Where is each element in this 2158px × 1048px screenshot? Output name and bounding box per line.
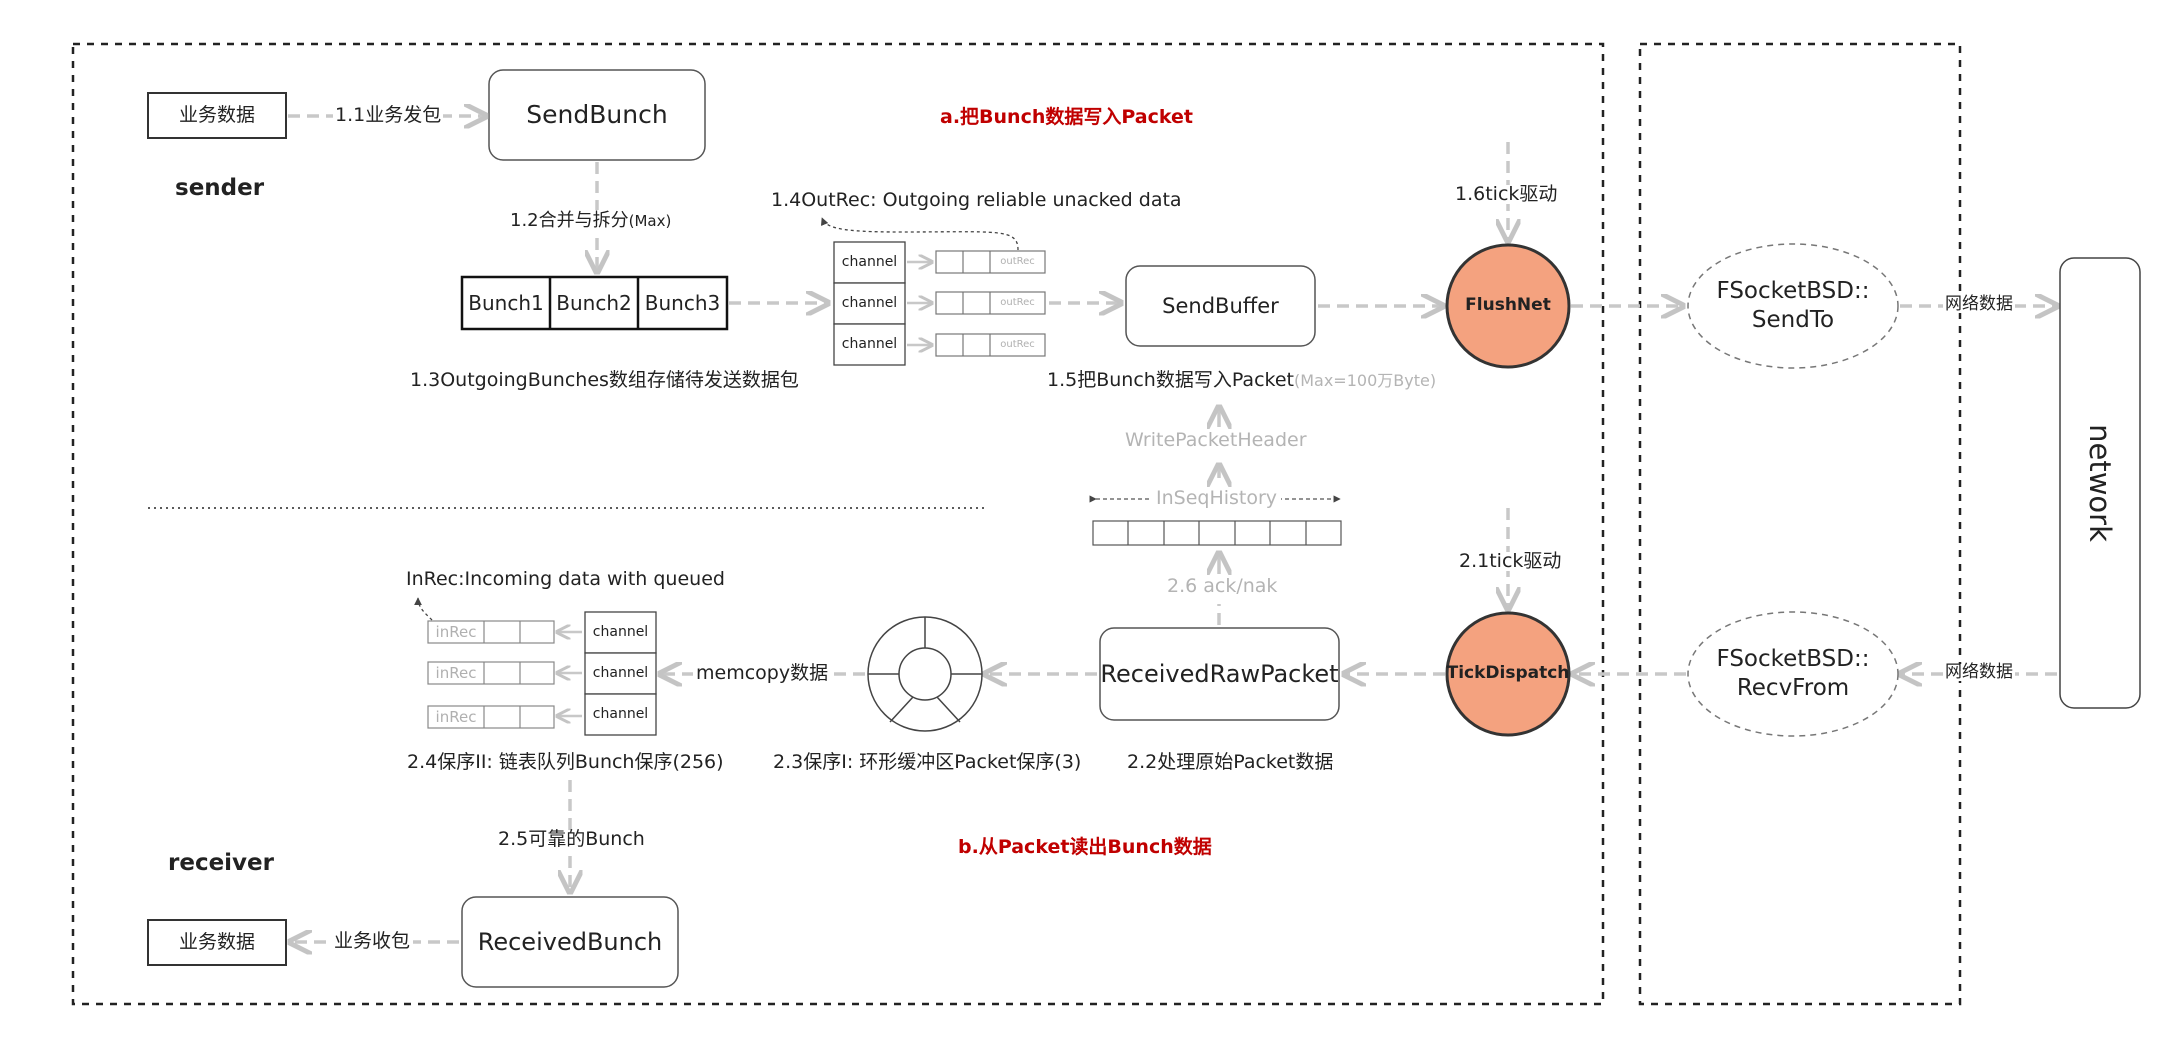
step-1-6-label: 1.6tick驱动 bbox=[1452, 185, 1561, 204]
sender-label: sender bbox=[175, 175, 265, 201]
receiver-label: receiver bbox=[168, 850, 274, 876]
step-2-1-label: 2.1tick驱动 bbox=[1456, 552, 1565, 571]
received-bunch-box bbox=[461, 896, 679, 988]
outrec-loop-arrow bbox=[820, 217, 1019, 251]
bunch2-label: Bunch2 bbox=[556, 290, 632, 315]
step-1-5-text: 1.5把Bunch数据写入Packet bbox=[1047, 369, 1294, 391]
step-1-2-label: 1.2合并与拆分(Max) bbox=[507, 210, 675, 232]
flush-net-node bbox=[1445, 243, 1571, 369]
bunch1-label: Bunch1 bbox=[468, 290, 544, 315]
step-2-6-label: 2.6 ack/nak bbox=[1164, 577, 1281, 596]
step-2-4-label: 2.4保序II: 链表队列Bunch保序(256) bbox=[407, 751, 724, 773]
out-rec-list-1 bbox=[935, 250, 1046, 274]
out-rec-3-label: outRec bbox=[1000, 338, 1035, 350]
in-rec-list-2 bbox=[427, 661, 555, 685]
in-channel-3-label: channel bbox=[592, 705, 649, 722]
send-buffer-label: SendBuffer bbox=[1162, 293, 1279, 318]
network-box bbox=[2059, 257, 2141, 709]
flush-net-label: FlushNet bbox=[1465, 295, 1551, 316]
sender-receiver-frame bbox=[71, 42, 1605, 1006]
step-1-5-label: 1.5把Bunch数据写入Packet(Max=100万Byte) bbox=[1047, 371, 1436, 390]
step-2-5-label: 2.5可靠的Bunch bbox=[495, 830, 648, 849]
in-channel-2-label: channel bbox=[592, 664, 649, 681]
in-seq-history-bar bbox=[1092, 520, 1342, 546]
out-rec-1-label: outRec bbox=[1000, 255, 1035, 267]
in-rec-2-label: inRec bbox=[435, 663, 477, 682]
out-channel-3-label: channel bbox=[841, 335, 898, 352]
received-raw-packet-label: ReceivedRawPacket bbox=[1100, 660, 1339, 688]
ring-buffer bbox=[867, 616, 983, 732]
recv-from-label: FSocketBSD:: RecvFrom bbox=[1716, 646, 1870, 701]
step-2-2-label: 2.2处理原始Packet数据 bbox=[1127, 751, 1334, 773]
send-to-label: FSocketBSD:: SendTo bbox=[1716, 278, 1870, 333]
biz-data-top-box bbox=[147, 92, 287, 139]
in-rec-list-3 bbox=[427, 705, 555, 729]
biz-data-bottom-box bbox=[147, 919, 287, 966]
out-rec-list-3 bbox=[935, 333, 1046, 357]
out-channel-3 bbox=[833, 323, 906, 366]
step-1-1-label: 1.1业务发包 bbox=[333, 104, 444, 126]
step-1-5-note: (Max=100万Byte) bbox=[1293, 371, 1437, 390]
received-raw-packet-box bbox=[1099, 627, 1340, 721]
net-data-top-label: 网络数据 bbox=[1943, 294, 2015, 314]
out-rec-list-2 bbox=[935, 291, 1046, 315]
step-1-4-label: 1.4OutRec: Outgoing reliable unacked dat… bbox=[771, 189, 1182, 211]
memcopy-label: memcopy数据 bbox=[693, 664, 832, 683]
out-channel-1 bbox=[833, 241, 906, 284]
tick-dispatch-label: TickDispatch bbox=[1446, 663, 1570, 684]
biz-recv-label: 业务收包 bbox=[331, 932, 414, 951]
step-1-2-text: 1.2合并与拆分 bbox=[510, 210, 629, 231]
in-rec-3-label: inRec bbox=[435, 707, 477, 726]
send-to-node bbox=[1687, 243, 1899, 369]
out-channel-1-label: channel bbox=[841, 253, 898, 270]
biz-data-top-label: 业务数据 bbox=[178, 103, 255, 126]
in-channel-3 bbox=[584, 693, 657, 736]
tick-dispatch-node bbox=[1445, 611, 1571, 737]
in-channel-1-label: channel bbox=[592, 623, 649, 640]
in-rec-note-label: InRec:Incoming data with queued bbox=[406, 568, 725, 590]
send-bunch-box bbox=[488, 69, 706, 161]
out-channel-2 bbox=[833, 282, 906, 325]
out-channel-2-label: channel bbox=[841, 294, 898, 311]
socket-frame bbox=[1638, 42, 1962, 1006]
in-rec-1-label: inRec bbox=[435, 622, 477, 641]
in-rec-list-1 bbox=[427, 620, 555, 644]
title-b: b.从Packet读出Bunch数据 bbox=[958, 836, 1212, 858]
received-bunch-label: ReceivedBunch bbox=[477, 928, 663, 956]
send-bunch-label: SendBunch bbox=[526, 100, 668, 130]
title-a: a.把Bunch数据写入Packet bbox=[940, 106, 1193, 128]
bunch3-label: Bunch3 bbox=[644, 290, 721, 315]
write-packet-header-label: WritePacketHeader bbox=[1125, 429, 1307, 451]
step-1-2-note: (Max) bbox=[628, 212, 672, 230]
inrec-loop-arrow bbox=[414, 597, 433, 621]
network-label: network bbox=[2083, 424, 2118, 542]
bunch-array-box bbox=[460, 275, 729, 331]
in-seq-history-label: InSeqHistory bbox=[1152, 489, 1282, 508]
step-2-3-label: 2.3保序I: 环形缓冲区Packet保序(3) bbox=[773, 751, 1082, 773]
send-buffer-box bbox=[1125, 265, 1316, 347]
step-1-3-label: 1.3OutgoingBunches数组存储待发送数据包 bbox=[410, 369, 799, 391]
in-channel-2 bbox=[584, 652, 657, 695]
biz-data-bottom-label: 业务数据 bbox=[178, 930, 255, 953]
net-data-bottom-label: 网络数据 bbox=[1943, 662, 2015, 682]
recv-from-node bbox=[1687, 611, 1899, 737]
out-rec-2-label: outRec bbox=[1000, 296, 1035, 308]
